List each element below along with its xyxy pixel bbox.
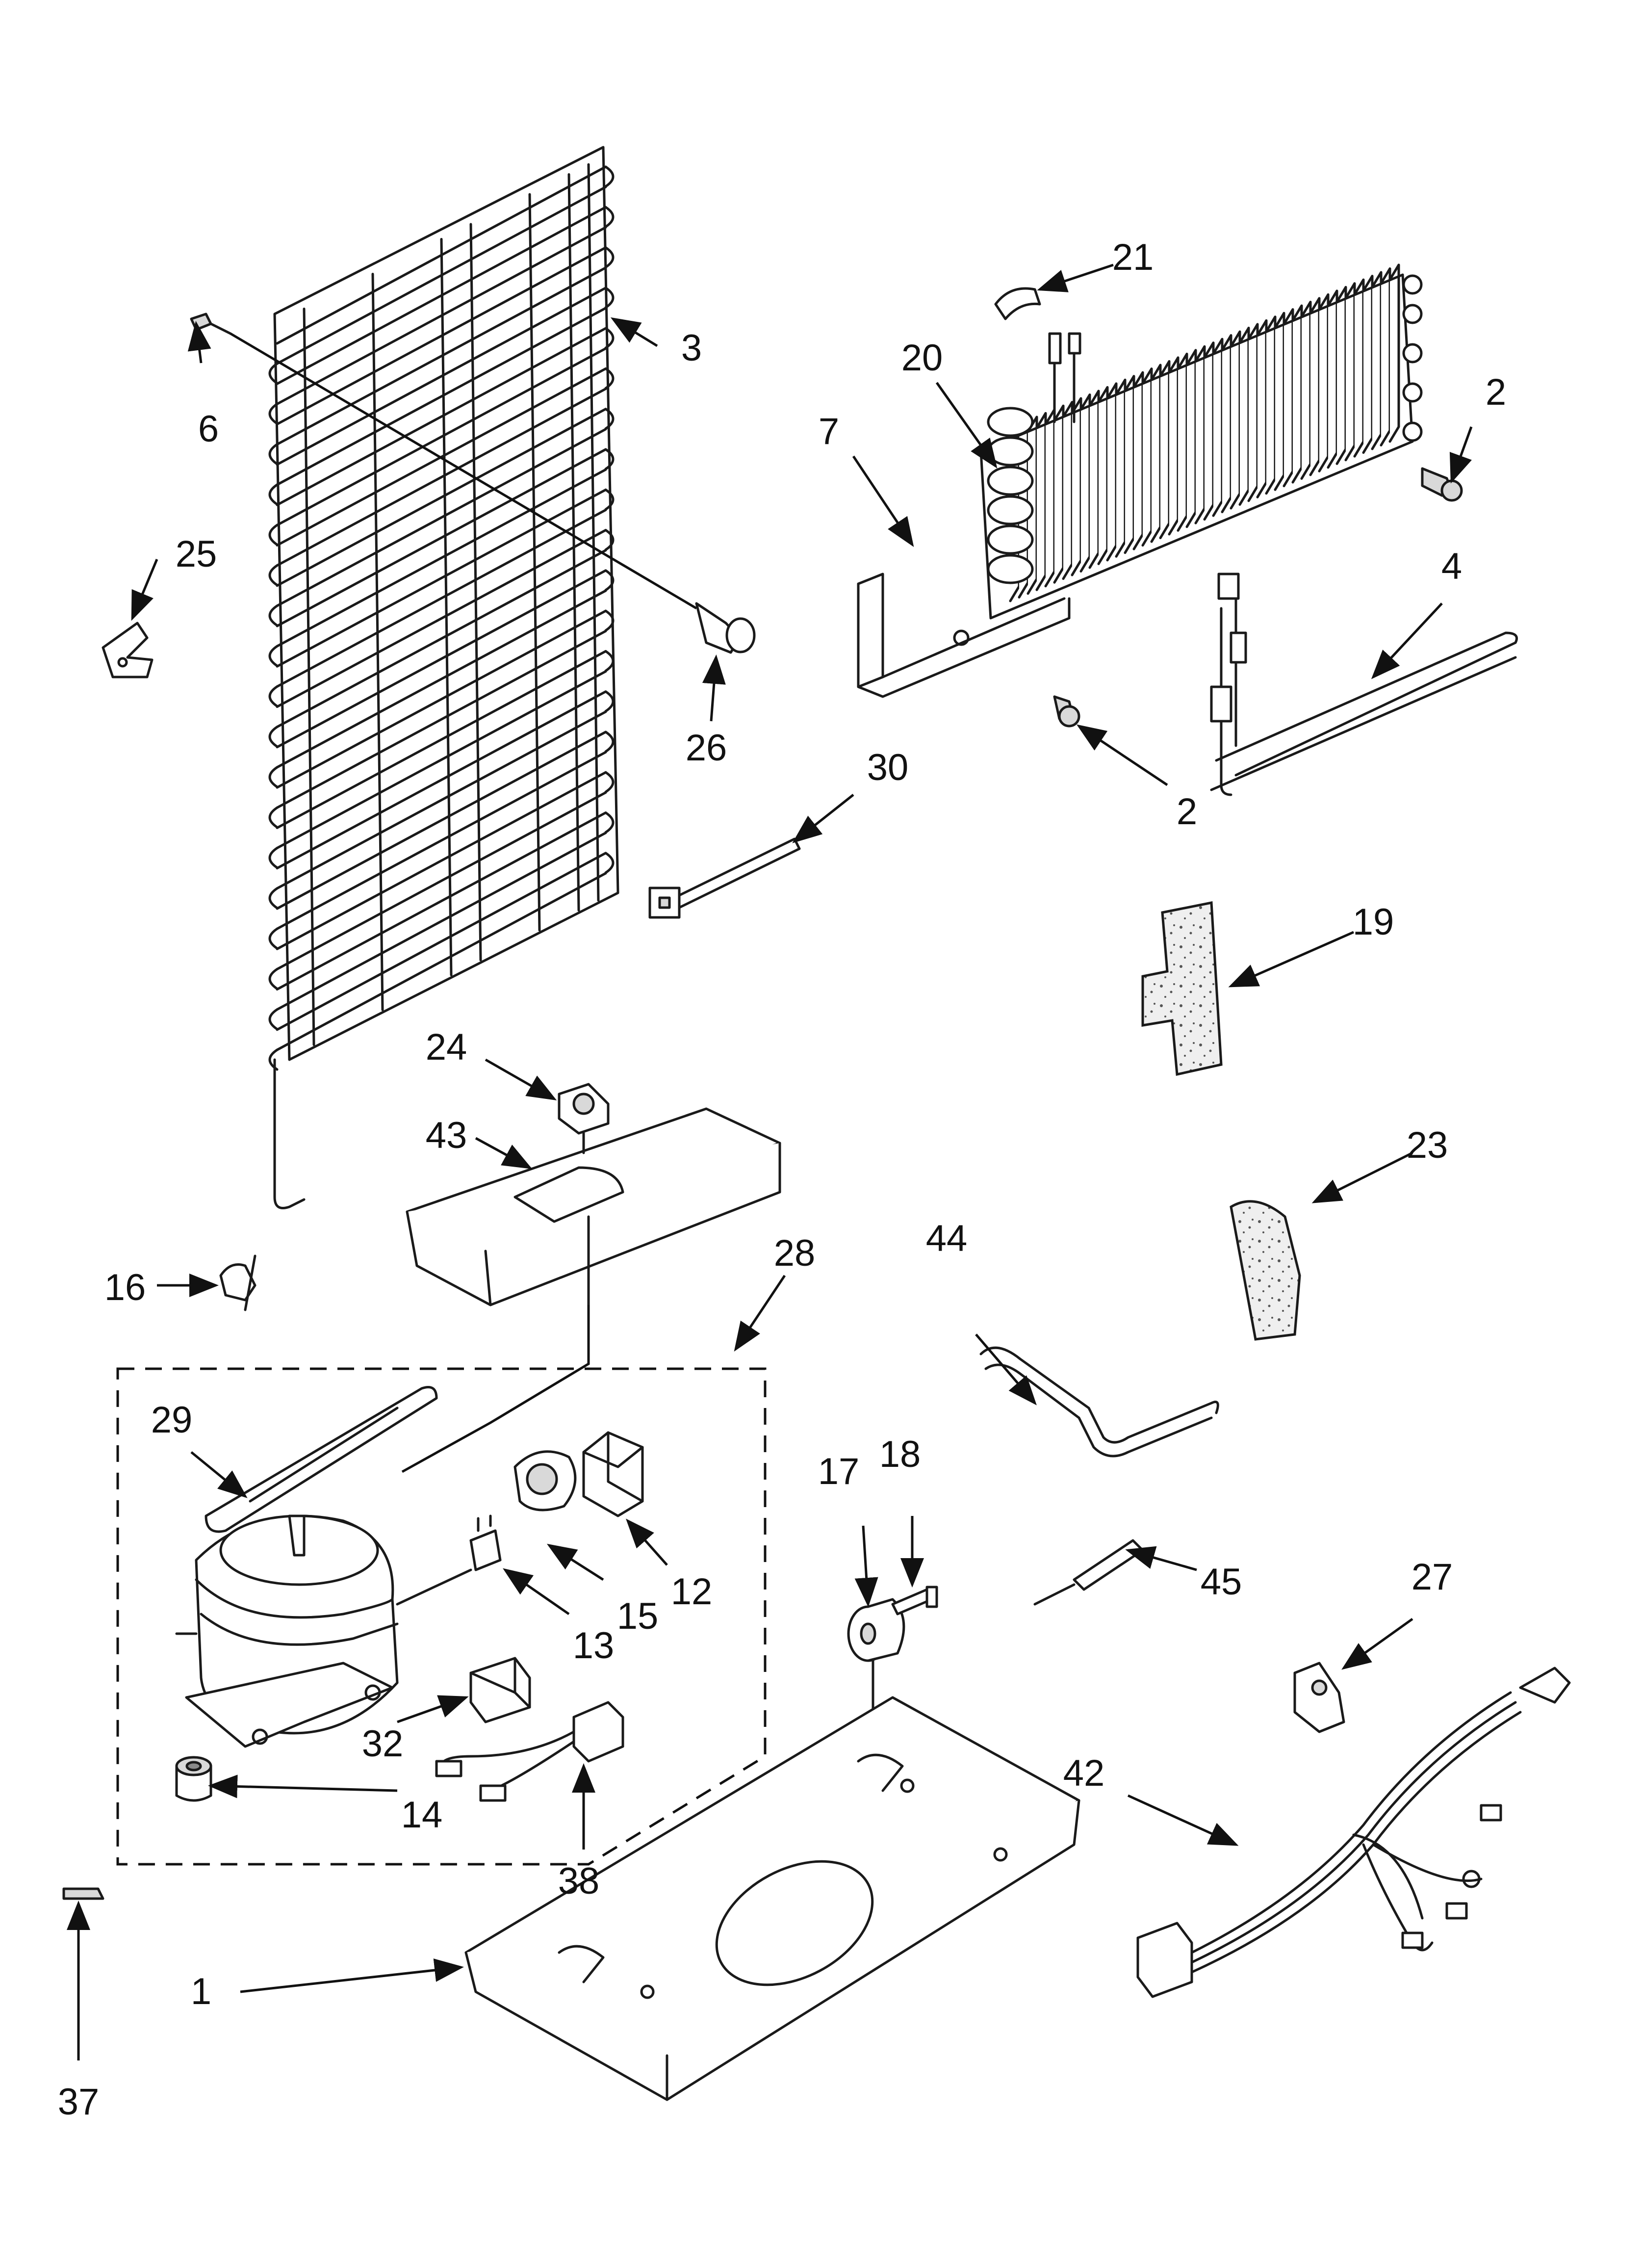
wiring-harness-42 [1136,1667,1571,1998]
callout-37: 37 [58,2081,100,2123]
callout-7: 7 [819,411,839,452]
callout-29: 29 [151,1399,193,1441]
screw-2-bottom [1053,695,1080,728]
condenser-coil [268,146,619,1209]
callout-23: 23 [1407,1124,1448,1166]
callout-24: 24 [426,1026,467,1068]
clip-16 [219,1254,257,1311]
callout-13: 13 [573,1625,615,1667]
callout-45: 45 [1201,1561,1242,1603]
callout-2-bottom: 2 [1177,791,1197,833]
callout-28: 28 [774,1232,816,1274]
callout-3: 3 [681,327,702,369]
bracket-25 [102,622,154,678]
callout-15: 15 [617,1595,659,1637]
base-pan-1 [464,1696,1080,2101]
callout-12: 12 [671,1571,713,1613]
filter-drier-29 [205,1386,438,1533]
callout-2-top: 2 [1486,371,1506,413]
callout-32: 32 [362,1723,404,1765]
callout-44: 44 [926,1218,968,1259]
callout-21: 21 [1112,236,1154,278]
callout-30: 30 [867,747,909,788]
drain-pan-43 [406,1107,781,1365]
drain-fitting-24 [558,1083,610,1154]
callout-16: 16 [104,1267,146,1308]
overload-12 [582,1431,644,1517]
grommet-26 [695,602,756,654]
callout-43: 43 [426,1115,467,1156]
screw-18 [891,1586,938,1616]
callout-27: 27 [1411,1556,1453,1598]
callout-17: 17 [818,1451,860,1492]
callout-1: 1 [191,1971,211,2012]
callout-labels: 1 2 2 3 4 6 7 12 13 14 15 16 17 18 19 20… [58,236,1506,2123]
tube-45 [1033,1539,1144,1606]
tube-44 [979,1346,1219,1458]
clip-21 [994,287,1041,320]
cable-tie-30 [648,837,801,919]
callout-20: 20 [901,337,943,379]
capacitor-32 [469,1657,531,1723]
callout-26: 26 [686,727,727,769]
callout-25: 25 [176,533,217,575]
grommet-14 [175,1756,212,1802]
callout-38: 38 [558,1860,600,1902]
callout-18: 18 [879,1434,921,1475]
compressor [175,1514,472,1748]
foam-block-19 [1141,901,1223,1076]
evaporator-tray-7 [857,573,1071,698]
callout-14: 14 [401,1794,443,1836]
callout-4: 4 [1441,546,1462,587]
compressor-kit-28-boundary [116,1305,767,1866]
callout-6: 6 [198,408,219,450]
callout-42: 42 [1063,1752,1105,1794]
evaporator [979,263,1423,620]
clip-37 [62,1887,104,1900]
foam-block-23 [1230,1200,1301,1341]
leader-arrows [67,263,1473,2060]
terminal-13 [469,1514,502,1571]
defrost-heater-4 [1210,573,1518,796]
callout-19: 19 [1353,901,1394,943]
relay-15 [513,1450,577,1512]
wire-harness-38 [435,1701,624,1802]
bracket-27 [1293,1662,1345,1733]
